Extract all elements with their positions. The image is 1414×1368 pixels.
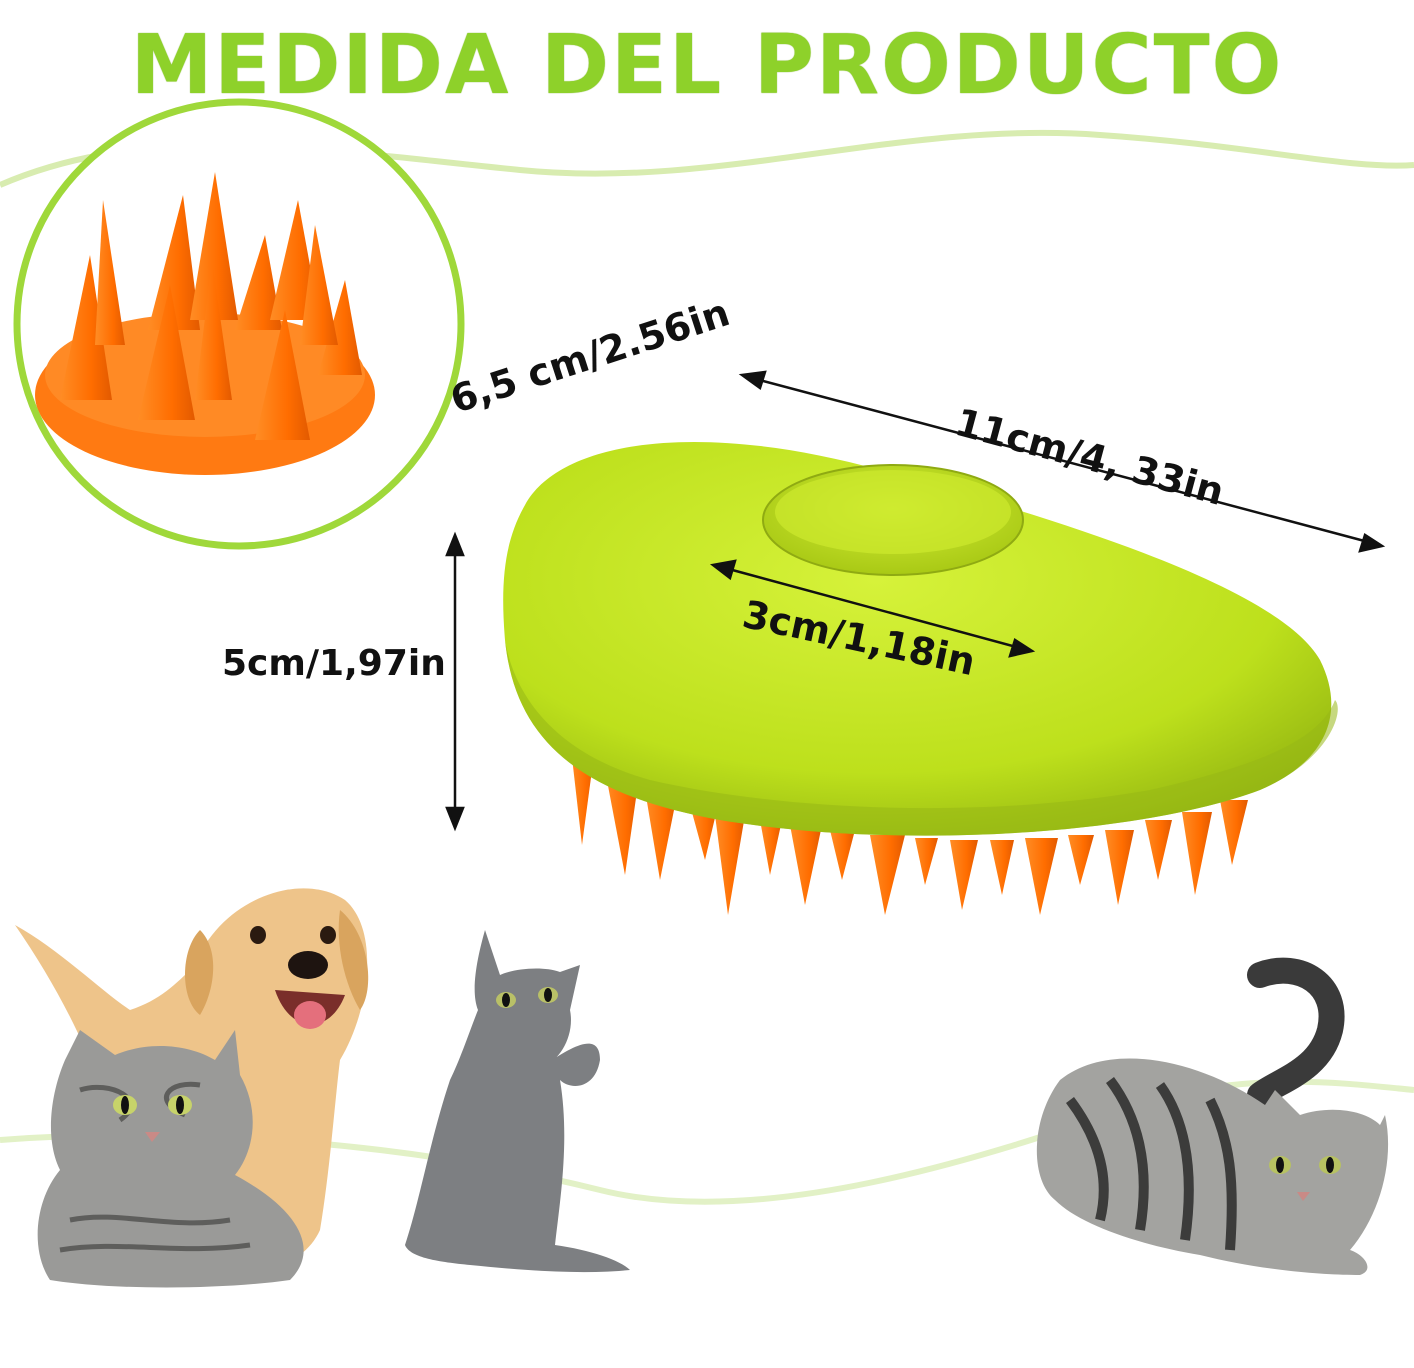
gray-cat bbox=[405, 930, 630, 1273]
striped-tabby-cat bbox=[1036, 957, 1389, 1275]
page-title: MEDIDA DEL PRODUCTO bbox=[130, 18, 1284, 113]
steam-brush bbox=[503, 441, 1338, 915]
height-dimension-label: 5cm/1,97in bbox=[222, 643, 446, 684]
dimension-arrows bbox=[445, 370, 1386, 832]
bristle-detail-inset bbox=[13, 98, 465, 550]
gray-tabby-kitten bbox=[37, 1030, 304, 1288]
